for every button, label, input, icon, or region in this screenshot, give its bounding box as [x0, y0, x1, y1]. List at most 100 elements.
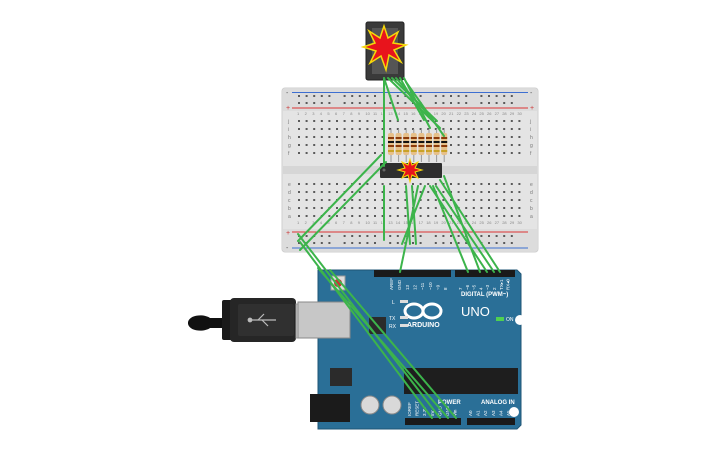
breadboard-hole[interactable]: [343, 152, 346, 154]
rail-hole[interactable]: [450, 242, 452, 244]
breadboard-hole[interactable]: [381, 183, 384, 185]
breadboard-hole[interactable]: [404, 128, 407, 130]
breadboard-hole[interactable]: [503, 183, 506, 185]
rail-hole[interactable]: [313, 102, 316, 104]
jumper-wire[interactable]: [405, 185, 411, 245]
breadboard-hole[interactable]: [442, 128, 445, 130]
breadboard-hole[interactable]: [343, 199, 346, 201]
rail-hole[interactable]: [305, 95, 308, 97]
breadboard-hole[interactable]: [298, 207, 300, 209]
jumper-wire[interactable]: [439, 179, 501, 273]
rail-hole[interactable]: [434, 95, 437, 97]
rail-hole[interactable]: [366, 95, 369, 97]
breadboard-hole[interactable]: [518, 215, 521, 217]
breadboard-hole[interactable]: [328, 152, 331, 154]
rail-hole[interactable]: [488, 235, 490, 237]
breadboard-hole[interactable]: [305, 207, 308, 209]
rail-hole[interactable]: [442, 102, 445, 104]
breadboard-hole[interactable]: [313, 128, 316, 130]
breadboard-hole[interactable]: [442, 191, 445, 193]
breadboard-hole[interactable]: [358, 207, 361, 209]
jumper-wire[interactable]: [317, 267, 449, 419]
analog-header[interactable]: [467, 418, 515, 425]
rail-hole[interactable]: [358, 242, 361, 244]
rail-hole[interactable]: [320, 102, 323, 104]
rail-hole[interactable]: [503, 95, 506, 97]
breadboard-hole[interactable]: [366, 128, 369, 130]
breadboard-hole[interactable]: [320, 144, 323, 146]
rail-hole[interactable]: [442, 242, 445, 244]
breadboard-hole[interactable]: [305, 215, 308, 217]
breadboard-hole[interactable]: [404, 191, 407, 193]
breadboard-hole[interactable]: [510, 128, 513, 130]
rail-hole[interactable]: [343, 235, 346, 237]
breadboard-hole[interactable]: [457, 191, 460, 193]
rail-hole[interactable]: [419, 242, 422, 244]
breadboard-hole[interactable]: [389, 199, 392, 201]
breadboard-hole[interactable]: [488, 152, 490, 154]
breadboard-hole[interactable]: [336, 207, 338, 209]
rail-hole[interactable]: [457, 235, 460, 237]
breadboard-hole[interactable]: [298, 199, 300, 201]
breadboard-hole[interactable]: [381, 152, 384, 154]
breadboard-hole[interactable]: [374, 144, 376, 146]
rail-hole[interactable]: [510, 95, 513, 97]
rail-hole[interactable]: [457, 95, 460, 97]
breadboard-hole[interactable]: [465, 128, 468, 130]
breadboard-hole[interactable]: [480, 207, 483, 209]
rail-hole[interactable]: [465, 95, 468, 97]
breadboard-hole[interactable]: [427, 215, 430, 217]
digital-header-right[interactable]: [455, 270, 515, 277]
rail-hole[interactable]: [503, 235, 506, 237]
breadboard-hole[interactable]: [298, 152, 300, 154]
breadboard-hole[interactable]: [305, 191, 308, 193]
breadboard-hole[interactable]: [518, 183, 521, 185]
rail-hole[interactable]: [374, 102, 376, 104]
rail-hole[interactable]: [298, 242, 300, 244]
breadboard-hole[interactable]: [457, 199, 460, 201]
breadboard-hole[interactable]: [374, 191, 376, 193]
breadboard-hole[interactable]: [434, 215, 437, 217]
breadboard-hole[interactable]: [336, 144, 338, 146]
breadboard-hole[interactable]: [336, 191, 338, 193]
seven-segment-display[interactable]: [360, 21, 409, 81]
rail-hole[interactable]: [320, 235, 323, 237]
breadboard-hole[interactable]: [472, 207, 475, 209]
breadboard-hole[interactable]: [366, 191, 369, 193]
rail-hole[interactable]: [328, 102, 331, 104]
rail-hole[interactable]: [450, 95, 452, 97]
breadboard-hole[interactable]: [472, 152, 475, 154]
jumper-wire[interactable]: [401, 185, 426, 245]
breadboard-hole[interactable]: [298, 183, 300, 185]
rail-hole[interactable]: [351, 235, 354, 237]
breadboard-hole[interactable]: [404, 207, 407, 209]
breadboard-hole[interactable]: [488, 207, 490, 209]
rail-hole[interactable]: [457, 102, 460, 104]
breadboard-hole[interactable]: [381, 191, 384, 193]
breadboard-hole[interactable]: [336, 183, 338, 185]
resistor-array[interactable]: [388, 129, 448, 162]
breadboard-hole[interactable]: [336, 128, 338, 130]
rail-hole[interactable]: [396, 102, 399, 104]
rail-hole[interactable]: [320, 95, 323, 97]
breadboard-hole[interactable]: [396, 183, 399, 185]
rail-hole[interactable]: [495, 235, 498, 237]
breadboard-hole[interactable]: [488, 191, 490, 193]
breadboard-hole[interactable]: [419, 207, 422, 209]
breadboard-hole[interactable]: [328, 120, 331, 122]
breadboard-hole[interactable]: [465, 136, 468, 138]
breadboard-hole[interactable]: [503, 136, 506, 138]
breadboard-hole[interactable]: [381, 120, 384, 122]
breadboard-hole[interactable]: [495, 191, 498, 193]
jumper-wire[interactable]: [299, 161, 387, 251]
rail-hole[interactable]: [434, 235, 437, 237]
breadboard-hole[interactable]: [305, 120, 308, 122]
rail-hole[interactable]: [328, 235, 331, 237]
breadboard-hole[interactable]: [457, 152, 460, 154]
breadboard-hole[interactable]: [305, 183, 308, 185]
jumper-wire[interactable]: [383, 77, 399, 121]
breadboard-hole[interactable]: [472, 136, 475, 138]
breadboard-hole[interactable]: [427, 128, 430, 130]
breadboard-hole[interactable]: [358, 215, 361, 217]
